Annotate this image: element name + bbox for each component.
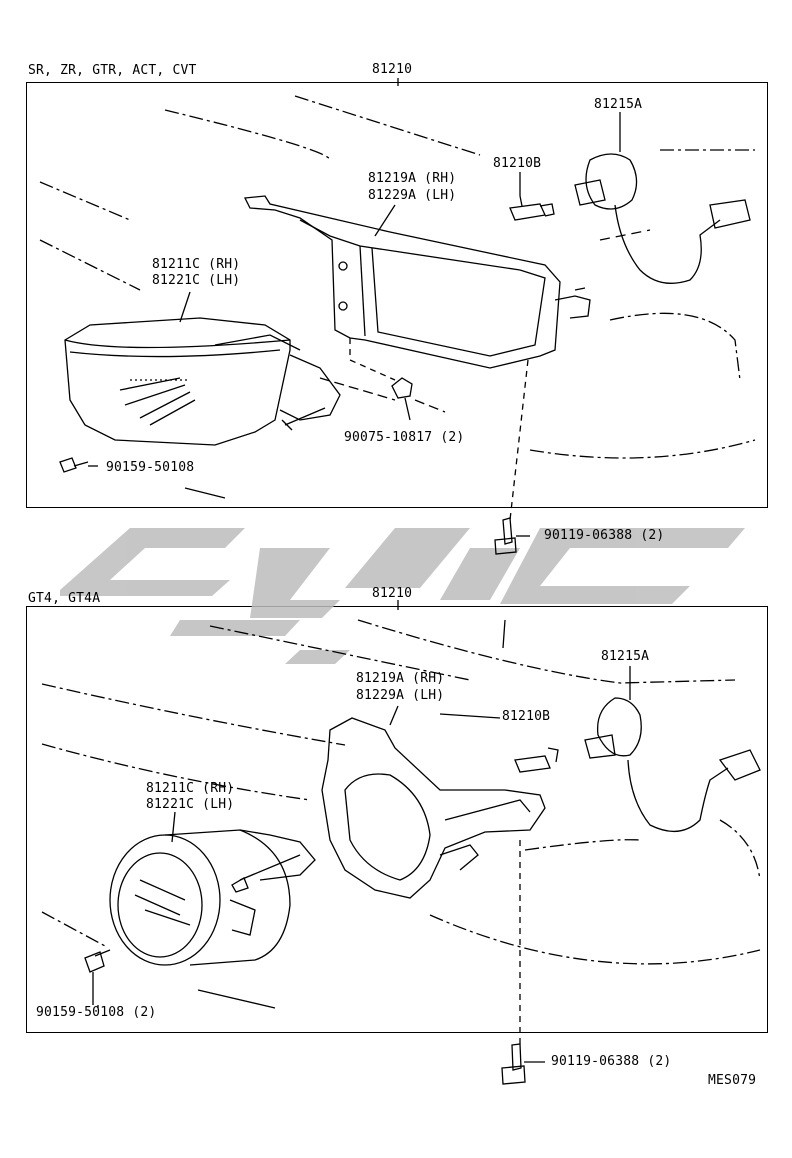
- bottom-socket-part-number: 81215A: [601, 649, 650, 664]
- bottom-screw-part-number: 90159-50108 (2): [36, 1005, 157, 1020]
- bottom-bulb-part-number: 81210B: [502, 709, 551, 724]
- body-contour-line: [294, 95, 481, 156]
- bottom-lamp-lh-part-number: 81221C (LH): [146, 797, 235, 812]
- bottom-assembly-part-number: 81210: [372, 586, 413, 601]
- top-bulb-part-number: 81210B: [493, 156, 542, 171]
- top-socket-part-number: 81215A: [594, 97, 643, 112]
- top-bracket-lh-part-number: 81229A (LH): [368, 188, 457, 203]
- bottom-lamp-rh-part-number: 81211C (RH): [146, 781, 235, 796]
- lamp-lens-bottom: [109, 834, 221, 966]
- top-panel-frame: [26, 82, 768, 508]
- bottom-bracket-lh-part-number: 81229A (LH): [356, 688, 445, 703]
- bracket-top: [243, 195, 561, 369]
- lamp-housing-top: [64, 317, 291, 446]
- top-nut-part-number: 90075-10817 (2): [344, 430, 465, 445]
- top-bolt-part-number: 90119-06388 (2): [544, 528, 665, 543]
- top-assembly-part-number: 81210: [372, 62, 413, 77]
- top-variant-label: SR, ZR, GTR, ACT, CVT: [28, 63, 197, 78]
- top-bracket-rh-part-number: 81219A (RH): [368, 171, 457, 186]
- bottom-bracket-rh-part-number: 81219A (RH): [356, 671, 445, 686]
- bottom-panel-frame: [26, 606, 768, 1033]
- top-screw-part-number: 90159-50108: [106, 460, 195, 475]
- bracket-bottom: [321, 717, 546, 899]
- drawing-code: MES079: [708, 1073, 757, 1088]
- top-lamp-rh-part-number: 81211C (RH): [152, 257, 241, 272]
- bottom-variant-label: GT4, GT4A: [28, 591, 101, 606]
- bottom-bolt-part-number: 90119-06388 (2): [551, 1054, 672, 1069]
- top-lamp-lh-part-number: 81221C (LH): [152, 273, 241, 288]
